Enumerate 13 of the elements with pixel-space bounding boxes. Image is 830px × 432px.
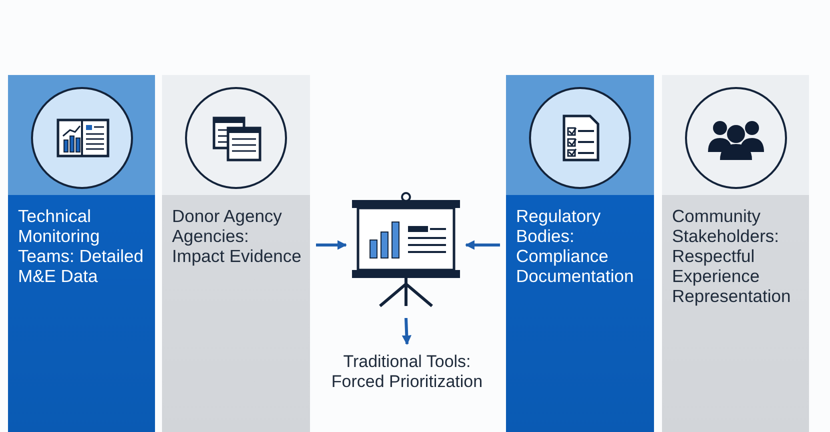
arrow (316, 240, 347, 250)
presentation-board-drawing (350, 192, 462, 310)
column-heading: Technical Monitoring Teams: Detailed M&E Data (18, 206, 144, 286)
column-heading: Regulatory Bodies: Compliance Documentation (516, 206, 635, 286)
column-panel (8, 75, 155, 432)
column-panel (162, 75, 310, 432)
column-panel (506, 75, 654, 432)
column-panel (662, 75, 809, 432)
arrow (465, 240, 500, 250)
arrow (402, 318, 412, 345)
column-heading: Donor Agency Agencies: Impact Evidence (172, 206, 302, 266)
result-text: Traditional Tools: Forced Prioritization (330, 352, 484, 392)
column-heading: Community Stakeholders: Respectful Experience Representation (672, 206, 792, 306)
